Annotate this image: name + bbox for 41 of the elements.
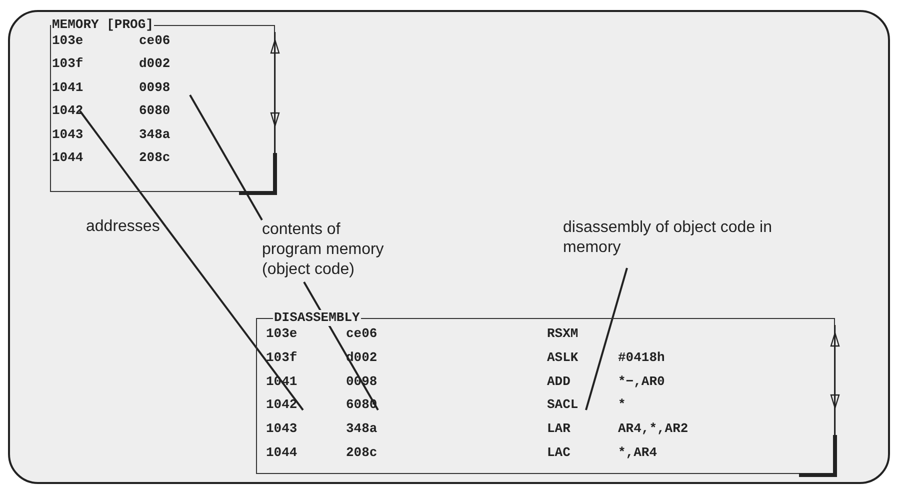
memory-value: 348a — [346, 421, 378, 438]
memory-value: 1041 — [52, 80, 84, 96]
leader-line — [303, 282, 379, 410]
memory-value: ASLK — [547, 350, 578, 366]
memory-value: 208c — [139, 150, 170, 166]
memory-value: 0098 — [139, 80, 170, 96]
memory-value: ce06 — [346, 326, 378, 342]
memory-value: 1044 — [266, 445, 298, 461]
memory-value: RSXM — [547, 326, 578, 342]
memory-value: SACL — [547, 397, 578, 414]
callout-text: contents of program memory (object code) — [262, 220, 402, 280]
memory-value: 348a — [139, 126, 170, 143]
memory-value: ce06 — [139, 33, 170, 49]
leader-line — [165, 226, 304, 411]
window-title: MEMORY [PROG] — [51, 17, 154, 33]
memory-value: 103f — [266, 350, 298, 366]
memory-value: LAC — [547, 445, 570, 461]
memory-value: AR4,*,AR2 — [618, 421, 688, 438]
callout-text: disassembly of object code in memory — [563, 218, 778, 258]
memory-value: *−,AR0 — [618, 374, 665, 390]
memory-value: d002 — [139, 56, 170, 72]
memory-value: 1043 — [266, 421, 298, 438]
window-title: DISASSEMBLY — [273, 310, 361, 326]
memory-value: 6080 — [139, 103, 170, 120]
memory-value: LAR — [547, 421, 570, 438]
leader-line — [585, 268, 628, 410]
memory-value: 103e — [266, 326, 298, 342]
memory-value: 1044 — [52, 150, 84, 166]
memory-value: 208c — [346, 445, 378, 461]
memory-value: 1042 — [266, 397, 298, 414]
memory-value: *,AR4 — [618, 445, 658, 461]
memory-value: #0418h — [618, 350, 665, 366]
memory-value: ADD — [547, 374, 570, 390]
leader-line — [189, 94, 263, 220]
memory-value: 103f — [52, 56, 84, 72]
memory-value: 1043 — [52, 126, 84, 143]
leader-line — [79, 110, 167, 228]
callout-text: addresses — [86, 217, 162, 237]
memory-value: * — [618, 397, 626, 414]
memory-value: 1042 — [52, 103, 84, 120]
memory-value: 103e — [52, 33, 84, 49]
